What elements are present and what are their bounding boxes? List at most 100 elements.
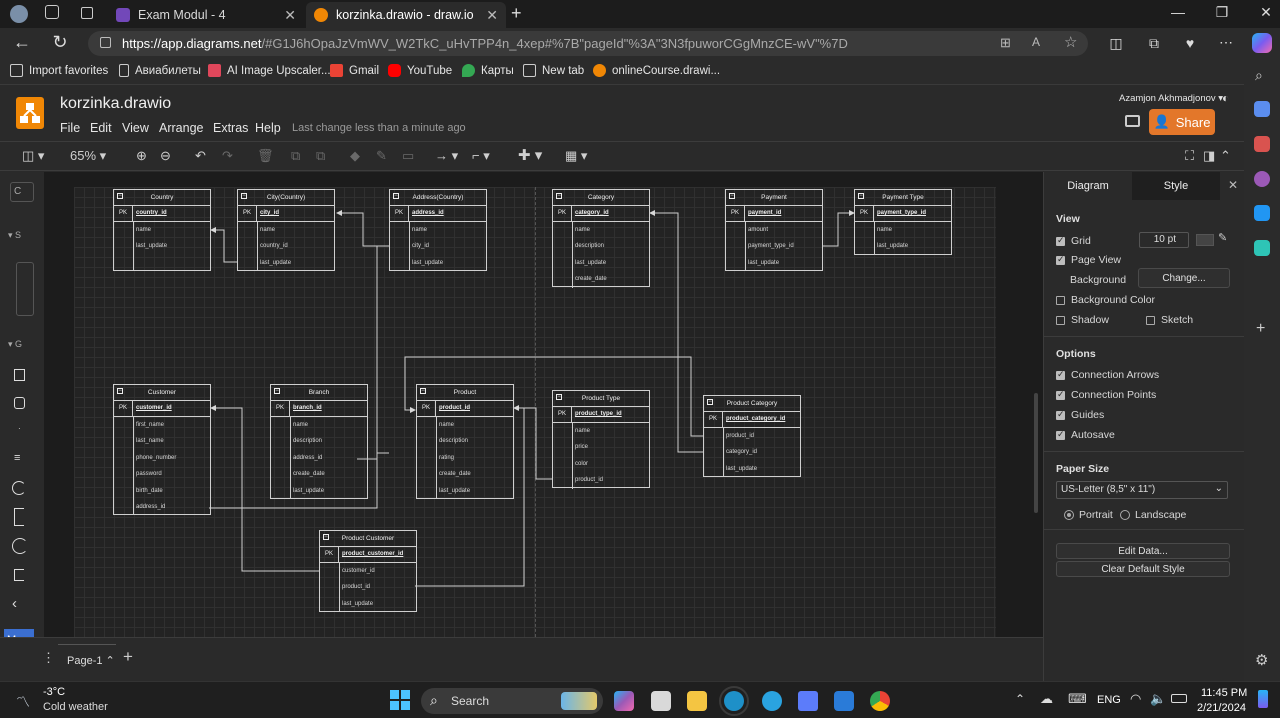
designer-icon[interactable] (1254, 240, 1270, 256)
windows-start-icon[interactable] (390, 690, 410, 710)
paper-size-select[interactable]: US-Letter (8,5" x 11")⌄ (1056, 481, 1228, 499)
collapse-icon[interactable]: − (556, 193, 562, 199)
file-explorer-icon[interactable] (687, 691, 707, 711)
favorite-online-course[interactable]: onlineCourse.drawi... (593, 64, 720, 77)
file-name[interactable]: korzinka.drawio (60, 95, 172, 112)
line-color-icon[interactable]: ✎ (376, 148, 387, 163)
vertical-scrollbar[interactable] (1034, 393, 1038, 513)
weather-description[interactable]: Cold weather (43, 701, 108, 713)
change-background-button[interactable]: Change... (1138, 268, 1230, 288)
process-shape-icon[interactable] (14, 569, 24, 581)
tab-actions-icon[interactable] (81, 7, 93, 19)
rectangle-shape-icon[interactable] (14, 369, 25, 381)
clock-date[interactable]: 2/21/2024 (1197, 702, 1246, 714)
circle-shape-icon[interactable] (12, 538, 28, 554)
menu-edit[interactable]: Edit (90, 121, 112, 135)
favorite-new-tab[interactable]: New tab (523, 64, 584, 77)
chrome-icon[interactable] (870, 691, 890, 711)
refresh-icon[interactable]: ↻ (52, 32, 68, 52)
collapse-icon[interactable]: − (729, 193, 735, 199)
split-screen-icon[interactable]: ◫ (1109, 35, 1123, 51)
edit-data-button[interactable]: Edit Data... (1056, 543, 1230, 559)
maximize-icon[interactable]: ❐ (1215, 4, 1229, 20)
clock-time[interactable]: 11:45 PM (1201, 687, 1248, 699)
copilot-icon[interactable] (1252, 33, 1272, 53)
tools-icon[interactable] (1254, 136, 1270, 152)
format-panel-toggle-icon[interactable]: ◫ ▾ (22, 148, 45, 163)
collapse-icon[interactable]: − (117, 388, 123, 394)
zoom-in-icon[interactable]: ⊕ (136, 148, 147, 163)
delete-icon[interactable]: 🗑 (257, 148, 274, 163)
workspaces-icon[interactable] (45, 5, 59, 19)
shadow-checkbox[interactable]: Shadow (1056, 314, 1109, 326)
edit-color-icon[interactable]: ✎ (1218, 232, 1228, 244)
zoom-select[interactable]: 65% ▾ (70, 148, 107, 163)
onedrive-icon[interactable]: ☁ (1040, 691, 1053, 706)
connection-arrows-checkbox[interactable]: Connection Arrows (1056, 369, 1159, 381)
battery-icon[interactable] (1171, 694, 1187, 703)
fill-color-icon[interactable]: ◆ (350, 148, 360, 163)
to-back-icon[interactable]: ⧉ (316, 148, 326, 163)
browser-essentials-icon[interactable]: ♥ (1185, 35, 1195, 51)
chevron-up-icon[interactable]: ⌃ (1015, 692, 1026, 706)
minimize-icon[interactable]: — (1171, 4, 1185, 20)
notification-icon[interactable] (1258, 690, 1268, 708)
profile-avatar[interactable] (10, 5, 28, 23)
menu-file[interactable]: File (60, 121, 81, 135)
collapse-icon[interactable]: − (858, 193, 864, 199)
page-tab[interactable]: Page-1 ⌃ (58, 644, 116, 674)
close-tab-icon[interactable]: ✕ (486, 6, 498, 23)
collapse-icon[interactable]: − (274, 388, 280, 394)
more-options-icon[interactable]: ⋯ (1219, 34, 1233, 50)
keyboard-icon[interactable]: ⌨ (1068, 691, 1087, 706)
storage-icon[interactable] (798, 691, 818, 711)
tab-diagram[interactable]: Diagram (1044, 172, 1132, 200)
close-tab-icon[interactable]: ✕ (284, 6, 296, 23)
add-page-icon[interactable]: + (123, 647, 133, 666)
search-shapes-input[interactable]: C (10, 182, 34, 202)
page-view-checkbox[interactable]: Page View (1056, 254, 1121, 266)
volume-icon[interactable]: 🔈 (1150, 691, 1167, 706)
table-icon[interactable]: ▦ ▾ (565, 148, 588, 163)
task-view-icon[interactable] (651, 691, 671, 711)
new-tab-icon[interactable]: + (511, 3, 522, 23)
shopping-icon[interactable] (1254, 101, 1270, 117)
add-sidebar-app-icon[interactable]: + (1256, 320, 1266, 337)
to-front-icon[interactable]: ⧉ (291, 148, 301, 163)
insert-icon[interactable]: ✚ ▾ (518, 147, 543, 164)
favorite-maps[interactable]: Карты (462, 64, 514, 77)
scratchpad-chevron-icon[interactable]: ▾ S (8, 230, 22, 240)
menu-arrange[interactable]: Arrange (159, 121, 204, 135)
redo-icon[interactable]: ↷ (222, 148, 233, 163)
collapse-icon[interactable]: − (556, 394, 562, 400)
connection-icon[interactable]: → ▾ (435, 148, 459, 163)
user-name[interactable]: Azamjon Akhmadjonov ▾ (1119, 93, 1224, 104)
sketch-checkbox[interactable]: Sketch (1146, 314, 1193, 326)
language-indicator[interactable]: ENG (1097, 694, 1121, 706)
grid-color-swatch[interactable] (1196, 234, 1214, 246)
rounded-rect-shape-icon[interactable] (14, 397, 25, 409)
back-arrow-icon[interactable]: ← (13, 32, 31, 52)
square-shape-icon[interactable] (14, 508, 24, 526)
menu-extras[interactable]: Extras (213, 121, 249, 135)
comments-icon[interactable] (1125, 115, 1140, 127)
favorite-aviabilety[interactable]: Авиабилеты (119, 64, 201, 77)
portrait-radio[interactable]: Portrait (1064, 509, 1113, 521)
shadow-icon[interactable]: ▭ (402, 148, 415, 163)
toggle-format-icon[interactable]: ◨ (1203, 148, 1216, 163)
url-input[interactable]: https://app.diagrams.net/#G1J6hOpaJzVmWV… (88, 31, 1088, 56)
connection-points-checkbox[interactable]: Connection Points (1056, 389, 1156, 401)
collapse-icon[interactable]: − (323, 534, 329, 540)
copilot-taskbar-icon[interactable] (614, 691, 634, 711)
favorite-star-icon[interactable]: ☆ (1064, 34, 1078, 51)
